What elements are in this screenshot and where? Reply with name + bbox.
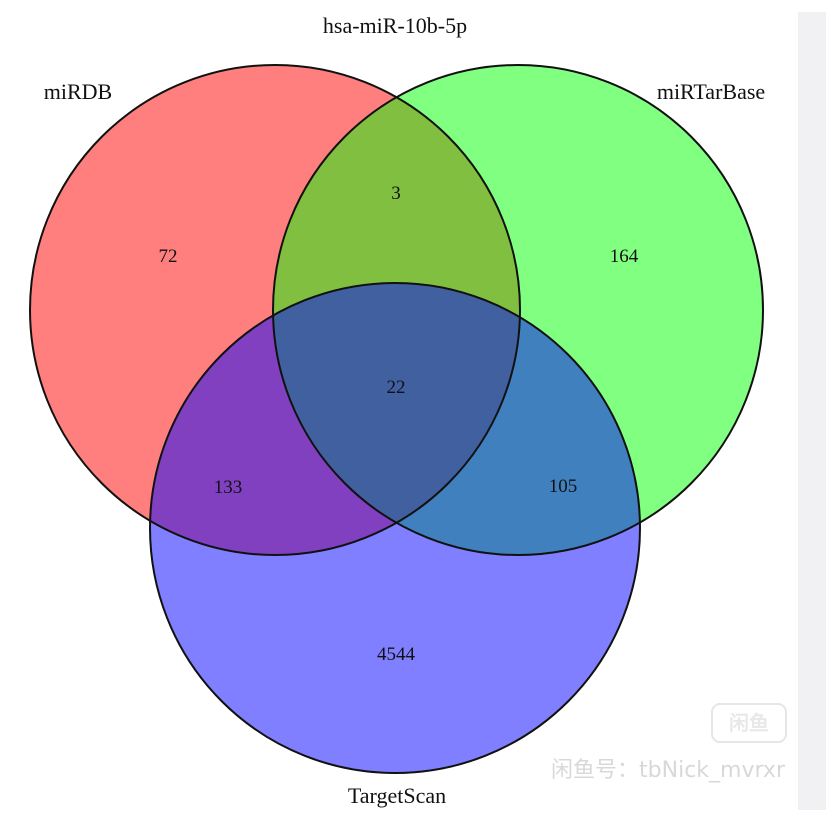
side-panel bbox=[798, 12, 826, 810]
count-targetscan-only: 4544 bbox=[377, 644, 416, 665]
set-label-mirdb: miRDB bbox=[44, 79, 112, 104]
count-mirtarbase-targetscan: 105 bbox=[549, 476, 578, 497]
set-label-mirtarbase: miRTarBase bbox=[657, 79, 765, 104]
watermark-logo-frame bbox=[711, 703, 787, 743]
count-mirdb-mirtarbase: 3 bbox=[391, 183, 401, 204]
count-mirdb-targetscan: 133 bbox=[214, 477, 243, 498]
circle-outlines bbox=[29, 64, 764, 774]
watermark: 闲鱼 闲鱼号：tbNick_mvrxr bbox=[551, 703, 787, 783]
set-label-targetscan: TargetScan bbox=[348, 783, 446, 808]
watermark-logo: 闲鱼 bbox=[729, 711, 769, 735]
count-mirdb-only: 72 bbox=[159, 246, 178, 267]
diagram-title: hsa-miR-10b-5p bbox=[323, 13, 467, 38]
count-mirtarbase-only: 164 bbox=[610, 246, 639, 267]
watermark-text: 闲鱼号：tbNick_mvrxr bbox=[551, 758, 786, 783]
count-all: 22 bbox=[387, 377, 406, 398]
